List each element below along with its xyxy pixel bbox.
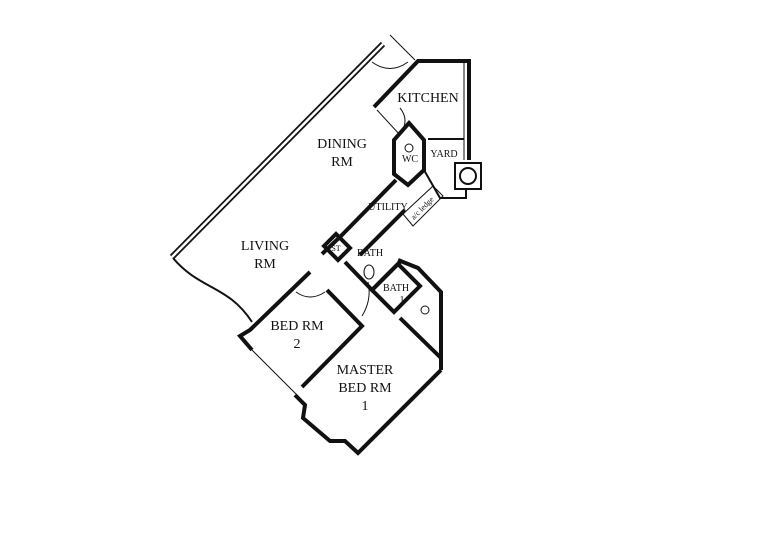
living-curved-edge bbox=[172, 257, 253, 323]
room-label-master-bed-rm: BED RM bbox=[338, 381, 392, 396]
kitchen-wall bbox=[372, 59, 471, 160]
bed2-window bbox=[251, 349, 301, 399]
exterior-window-wall bbox=[169, 41, 386, 260]
room-label-bed2: BED RM bbox=[270, 319, 324, 334]
yard-outer-wall bbox=[423, 169, 467, 199]
room-label-master: MASTER bbox=[337, 363, 394, 378]
utility-bath-wall bbox=[358, 208, 407, 257]
room-label-living: LIVING bbox=[241, 239, 289, 254]
room-label-utility: UTILITY bbox=[368, 202, 407, 213]
ac-ledge bbox=[402, 185, 444, 227]
entrance-door bbox=[371, 34, 416, 69]
room-label-living-rm: RM bbox=[254, 257, 276, 272]
bath1-outer-wall bbox=[397, 258, 443, 370]
room-label-yard: YARD bbox=[430, 149, 457, 160]
basin-icon bbox=[363, 264, 375, 280]
store-enclosure bbox=[321, 231, 353, 263]
room-label-dining: DINING bbox=[317, 137, 367, 152]
bed2-right-wall bbox=[300, 288, 365, 389]
room-label-store: ST bbox=[331, 244, 340, 253]
room-label-bath1: BATH bbox=[383, 283, 409, 294]
bath1-tub bbox=[369, 261, 423, 315]
room-label-master-number: 1 bbox=[362, 399, 369, 414]
wc-toilet-icon bbox=[404, 143, 414, 153]
master-door bbox=[361, 281, 370, 317]
utility-dining-wall bbox=[320, 178, 398, 256]
room-label-bath2: BATH bbox=[357, 248, 383, 259]
master-bay-wall bbox=[293, 368, 443, 456]
room-label-ac-ledge: a/c ledge bbox=[409, 195, 436, 222]
bath1-master-wall bbox=[398, 316, 443, 360]
bed2-top-wall bbox=[236, 270, 312, 352]
ac-unit-icon bbox=[454, 162, 482, 190]
room-label-kitchen: KITCHEN bbox=[397, 91, 458, 106]
bed2-door bbox=[295, 291, 326, 298]
wc-enclosure bbox=[392, 119, 426, 188]
bath1-toilet-icon bbox=[420, 305, 430, 315]
room-label-bath1-number: 1 bbox=[400, 295, 405, 306]
room-label-bed2-number: 2 bbox=[294, 337, 301, 352]
room-label-dining-rm: RM bbox=[331, 155, 353, 170]
room-label-wc: WC bbox=[402, 154, 418, 165]
